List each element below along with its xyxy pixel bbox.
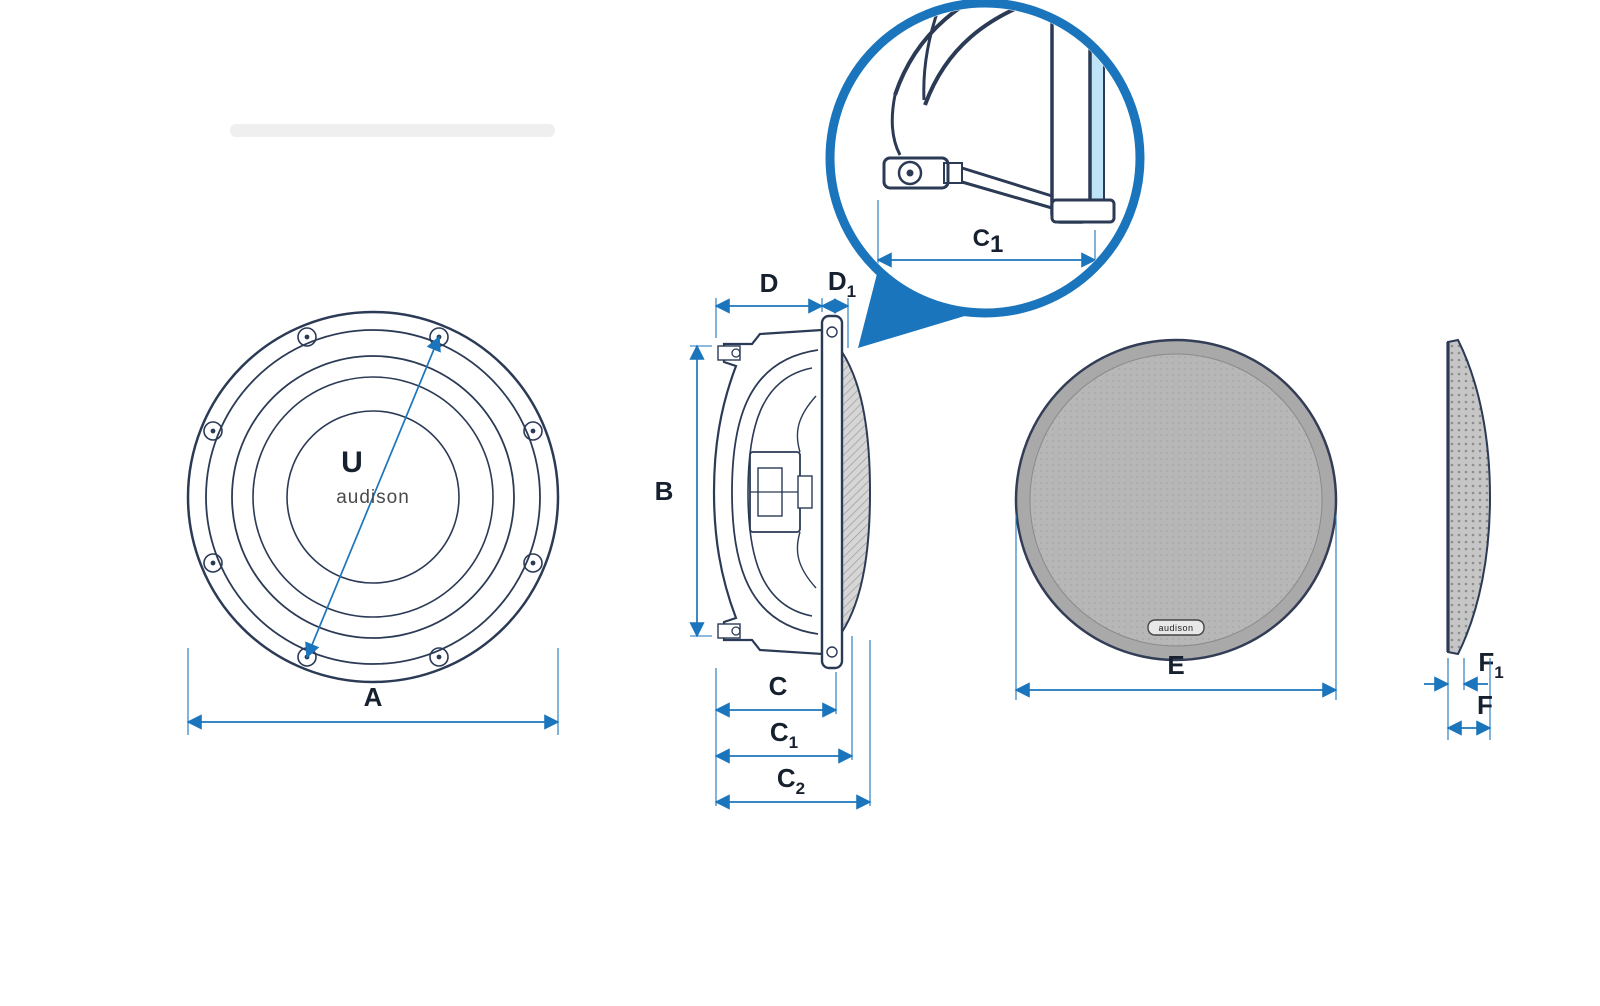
grille-badge-text: audison [1158,623,1193,633]
grille-badge: audison [1147,619,1205,636]
dim-c-label: C [769,671,788,701]
magnet-assembly [749,451,813,533]
terminal-bottom [717,623,741,639]
dim-c1-label: C1 [770,717,798,752]
front-view: U audison A [186,310,560,735]
dim-f-label: F [1477,690,1493,720]
spider-curve [796,395,817,453]
basket-strut-curve [747,367,813,617]
screw-icon [203,421,223,441]
grille-side-profile [1447,338,1492,656]
flange-screw-icon [826,326,838,338]
detail-dim-c1: C1 [876,200,1097,268]
detail-bracket-line [961,166,1053,198]
dim-b-label: B [655,476,674,506]
dim-d-label: D [760,268,779,298]
detail-gasket [1089,8,1105,203]
surround-profile [841,348,872,636]
dim-u-label: U [341,446,363,479]
dim-a-label: A [364,682,383,712]
dim-u: U [305,335,441,659]
scan-artifact [230,124,555,137]
screw-icon [203,553,223,573]
detail-strut-curve [890,94,902,156]
detail-strut-curve [893,8,1041,96]
detail-bracket-line [961,180,1053,210]
basket-strut-curve [731,349,819,635]
detail-screw-center [906,169,914,177]
dim-c1: C1 [714,636,854,764]
screw-icon [523,553,543,573]
dim-c2: C2 [714,640,872,810]
detail-view: C1 [825,0,1145,348]
detail-flange-foot [1050,198,1116,224]
dimension-line [305,335,441,659]
speaker-inner-rim-circle [205,329,541,665]
grille-mesh-circle [1029,353,1323,647]
dim-c2-label: C2 [777,763,805,798]
screw-icon [523,421,543,441]
flange-screw-icon [826,646,838,658]
dim-d1-label: D1 [828,266,856,301]
brand-logo-text: audison [336,487,410,508]
dim-e-label: E [1167,650,1184,680]
dim-e: E [1014,515,1338,700]
grille-front-view: audison E [1014,338,1338,700]
dim-d1: D1 [820,266,856,348]
spider-curve [796,531,817,589]
detail-strut-curve [922,8,957,101]
grille-side-view: F1 F [1424,338,1504,740]
side-view: D D1 B C C1 C2 [655,266,872,810]
dim-f1-label: F1 [1478,647,1503,682]
dim-a: A [186,648,560,735]
detail-screw-icon [897,160,923,186]
dim-f: F [1446,658,1493,740]
terminal-top [717,345,741,361]
detail-dim-c1-label: C1 [973,225,1004,258]
detail-clamp [882,156,1053,210]
dim-d: D [714,268,824,338]
mounting-flange [820,314,844,670]
detail-strut-curve [923,8,1053,106]
dim-b: B [655,344,712,638]
dim-c: C [714,668,838,806]
